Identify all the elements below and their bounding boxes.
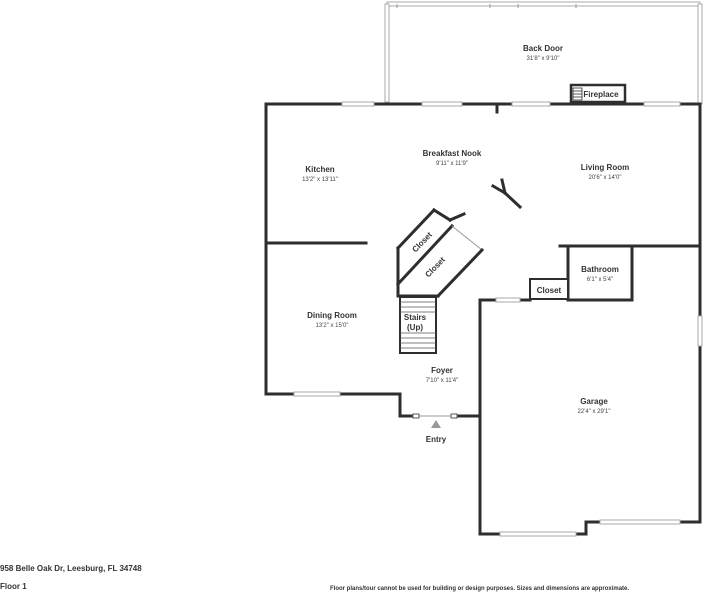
breakfast-nook-label: Breakfast Nook <box>423 149 482 158</box>
back-door-area <box>384 1 703 105</box>
entry-label: Entry <box>426 435 447 444</box>
closet-small <box>529 278 569 300</box>
floor-label: Floor 1 <box>0 582 27 591</box>
closet-label-small: Closet <box>537 286 562 295</box>
fireplace-label: Fireplace <box>583 90 619 99</box>
back-door-label: Back Door <box>523 44 563 53</box>
stairs <box>399 296 437 354</box>
stairs-label: Stairs <box>404 313 427 322</box>
closet-label-lower: Closet <box>423 255 447 279</box>
breakfast-nook-dimensions: 9'11" x 11'9" <box>436 161 468 167</box>
bathroom-dimensions: 6'1" x 5'4" <box>587 277 613 283</box>
kitchen-dimensions: 13'2" x 13'11" <box>302 177 338 183</box>
disclaimer-text: Floor plans/tour cannot be used for buil… <box>330 586 630 592</box>
closet-walls <box>395 207 485 299</box>
kitchen-label: Kitchen <box>305 165 334 174</box>
dining-room-label: Dining Room <box>307 311 357 320</box>
bathroom-label: Bathroom <box>581 265 619 274</box>
foyer-label: Foyer <box>431 366 453 375</box>
entry-arrow-icon <box>431 420 441 428</box>
garage-walls <box>478 244 703 537</box>
living-room-label: Living Room <box>581 163 629 172</box>
stairs-sublabel: (Up) <box>407 323 423 332</box>
garage-dimensions: 22'4" x 29'1" <box>578 409 611 415</box>
dining-room-dimensions: 13'2" x 15'0" <box>316 323 349 329</box>
house-walls <box>264 101 702 419</box>
living-room-dimensions: 20'6" x 14'0" <box>589 175 622 181</box>
back-door-dimensions: 31'8" x 9'10" <box>527 56 560 62</box>
foyer-dimensions: 7'10" x 11'4" <box>426 378 458 384</box>
garage-label: Garage <box>580 397 608 406</box>
fireplace <box>569 83 627 104</box>
property-address: 958 Belle Oak Dr, Leesburg, FL 34748 <box>0 564 142 573</box>
